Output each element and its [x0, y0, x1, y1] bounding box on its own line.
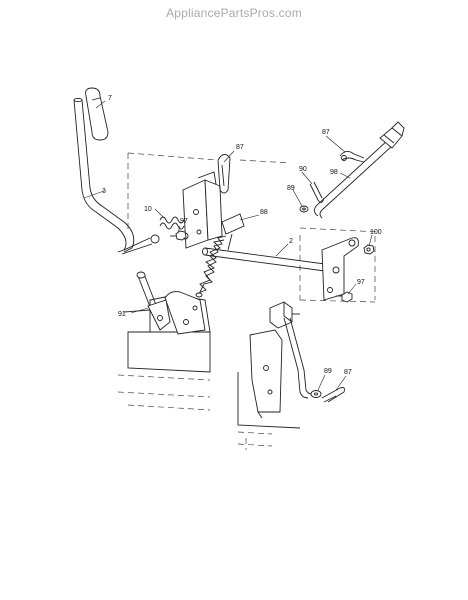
callout-3: 3: [102, 188, 106, 195]
part-10-spring: [159, 216, 185, 230]
shaft-arm-right: [321, 237, 359, 301]
pivot-bracket: [170, 171, 223, 249]
callout-91: 91: [118, 311, 126, 318]
callout-97-right: 97: [357, 279, 365, 286]
leader-lines: [83, 100, 373, 391]
callout-88: 88: [260, 209, 268, 216]
part-97-bolt-right: [336, 291, 353, 303]
part-3-lift-lever: [73, 97, 160, 255]
part-7-handle-grip: [85, 87, 109, 141]
part-89-washer-lower: [310, 390, 322, 398]
callout-87-lower: 87: [344, 369, 352, 376]
watermark: AppliancePartsPros.com: [166, 6, 302, 20]
callout-98: 98: [330, 169, 338, 176]
callout-labels: 7 87 87 3 10 97 88 2 90 89 98 100 97 91 …: [102, 95, 382, 376]
frame-block-right: [237, 329, 301, 450]
part-87-clip-pin-lower: [321, 387, 345, 403]
part-2-cross-shaft: [202, 247, 341, 274]
part-88-link: [221, 213, 245, 251]
part-91-link-left: [123, 271, 171, 331]
part-97-bolt-center: [175, 230, 187, 241]
callout-90: 90: [299, 166, 307, 173]
coil-spring: [195, 235, 227, 298]
callout-87-center: 87: [236, 144, 244, 151]
frame-block-left: [117, 291, 211, 411]
callout-89-lower: 89: [324, 368, 332, 375]
part-87-clip-pin-right: [339, 151, 365, 163]
link-rod-right: [269, 301, 313, 399]
callout-87-right: 87: [322, 129, 330, 136]
callout-2: 2: [289, 238, 293, 245]
callout-100: 100: [370, 229, 382, 236]
part-87-clip-pin-center: [217, 154, 231, 194]
part-90-pin: [309, 181, 325, 203]
callout-89-upper: 89: [287, 185, 295, 192]
part-100-nut: [363, 244, 375, 255]
callout-7: 7: [108, 95, 112, 102]
part-89-washer-upper: [299, 205, 309, 213]
callout-97-center: 97: [180, 218, 188, 225]
part-98-adjust-rod: [313, 121, 405, 219]
callout-10: 10: [144, 206, 152, 213]
